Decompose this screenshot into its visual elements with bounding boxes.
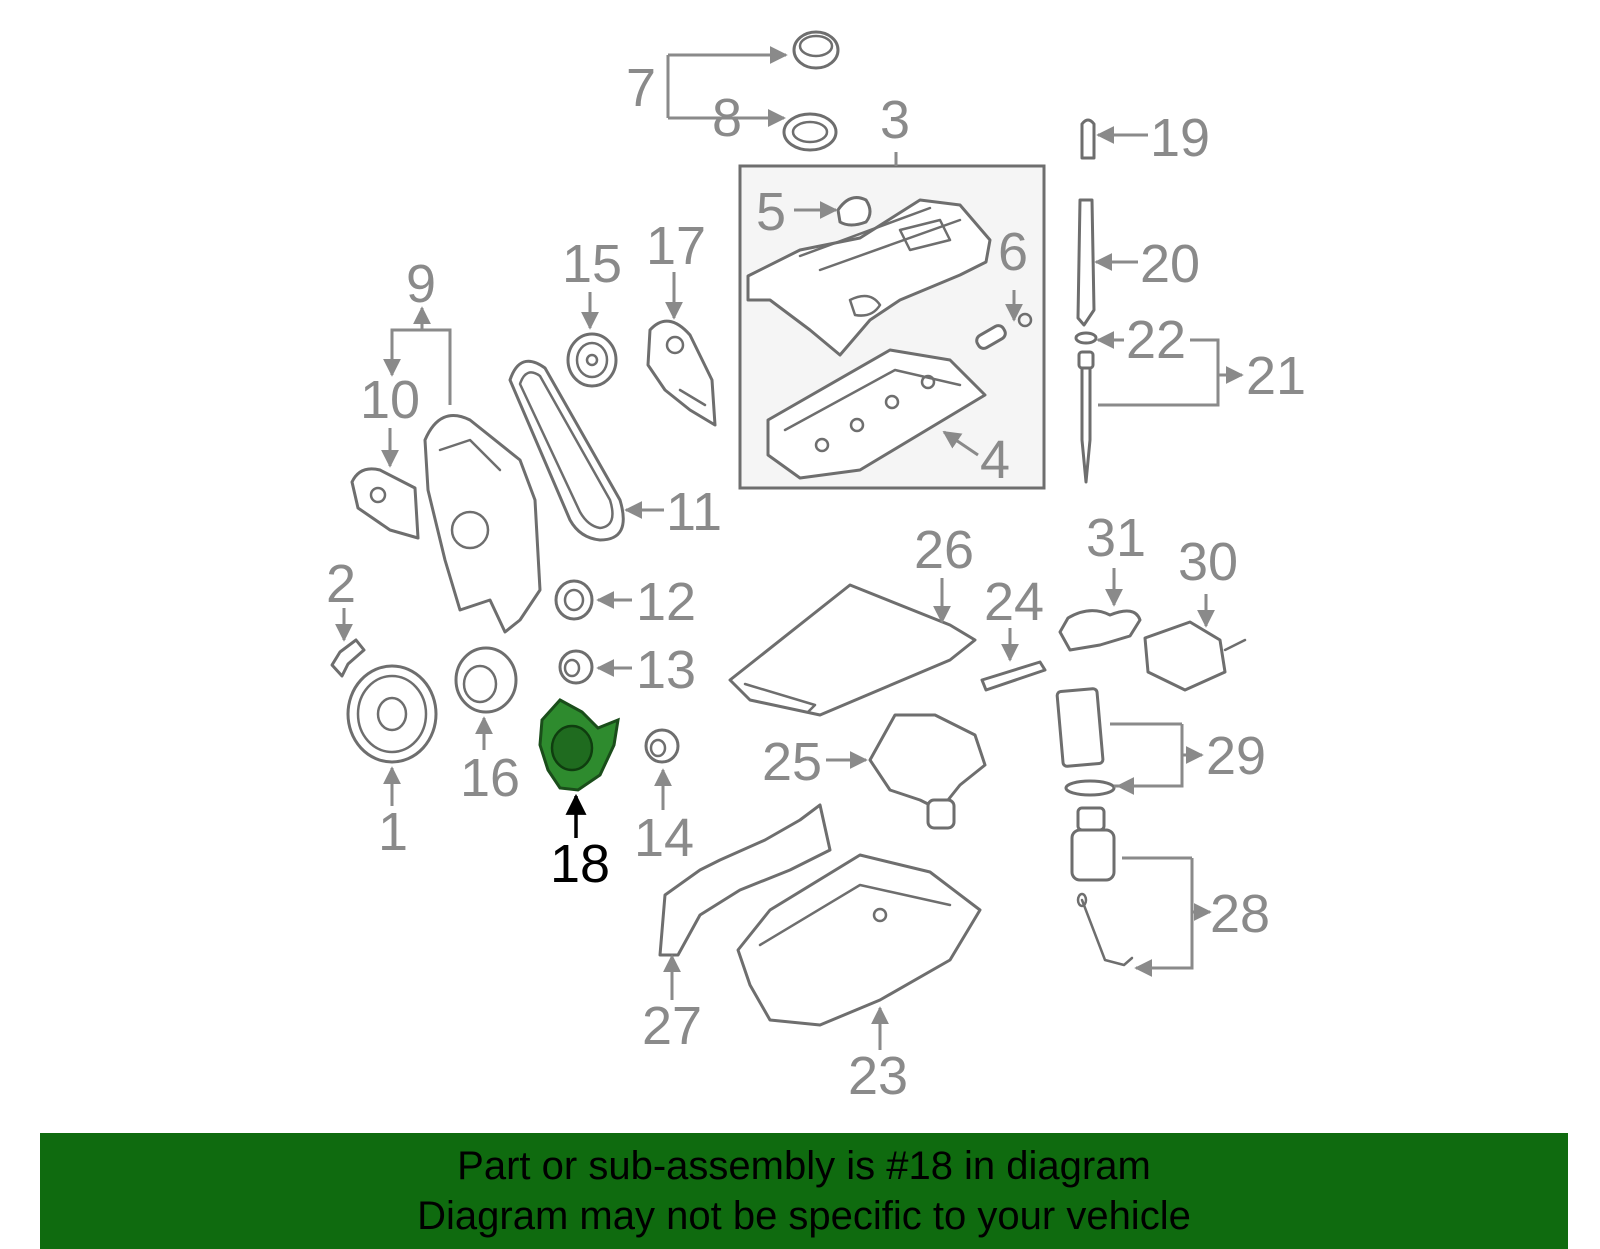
callout-24: 24 bbox=[984, 572, 1044, 632]
callout-20: 20 bbox=[1140, 234, 1200, 294]
part-15-idler-pulley[interactable] bbox=[566, 332, 618, 388]
callout-18: 18 bbox=[550, 834, 610, 894]
callout-5: 5 bbox=[756, 182, 786, 242]
part-23-oil-pan[interactable] bbox=[736, 853, 982, 1027]
callout-6: 6 bbox=[998, 222, 1028, 282]
callout-7: 7 bbox=[626, 58, 656, 118]
part-21-dipstick-tube[interactable] bbox=[1077, 350, 1095, 484]
part-10-cover-plate[interactable] bbox=[350, 467, 420, 540]
part-29-oil-filter-element[interactable] bbox=[1055, 687, 1105, 768]
callout-28: 28 bbox=[1210, 884, 1270, 944]
part-17-timing-cover-upper[interactable] bbox=[646, 319, 717, 427]
part-18-highlighted-part[interactable] bbox=[538, 698, 620, 792]
callout-15: 15 bbox=[562, 234, 622, 294]
callout-2: 2 bbox=[326, 554, 356, 614]
callout-9: 9 bbox=[406, 254, 436, 314]
callout-23: 23 bbox=[848, 1046, 908, 1106]
callout-10: 10 bbox=[360, 370, 420, 430]
part-30-oil-cooler[interactable] bbox=[1143, 620, 1247, 692]
part-9-timing-cover[interactable] bbox=[423, 414, 542, 634]
callout-27: 27 bbox=[642, 996, 702, 1056]
callout-8: 8 bbox=[712, 88, 742, 148]
part-7-oil-filler-cap[interactable] bbox=[792, 30, 840, 70]
part-26-baffle-plate[interactable] bbox=[728, 583, 977, 717]
callout-29: 29 bbox=[1206, 726, 1266, 786]
callout-14: 14 bbox=[634, 808, 694, 868]
callout-21: 21 bbox=[1246, 346, 1306, 406]
part-24-seal-strip[interactable] bbox=[980, 660, 1047, 692]
banner-line-disclaimer: Diagram may not be specific to your vehi… bbox=[417, 1194, 1191, 1238]
callout-22: 22 bbox=[1126, 310, 1186, 370]
part-28-filter-housing[interactable] bbox=[1070, 806, 1134, 967]
part-25-oil-pump[interactable] bbox=[868, 713, 987, 830]
banner-line-part-number: Part or sub-assembly is #18 in diagram bbox=[457, 1144, 1151, 1188]
part-4-valve-cover-gasket[interactable] bbox=[766, 348, 987, 480]
part-14-bushing[interactable] bbox=[644, 728, 680, 764]
part-16-sprocket[interactable] bbox=[454, 646, 518, 714]
part-3-valve-cover[interactable] bbox=[746, 198, 992, 357]
part-22-o-ring[interactable] bbox=[1074, 331, 1098, 345]
part-8-seal-ring[interactable] bbox=[782, 112, 838, 152]
part-31-gasket[interactable] bbox=[1058, 609, 1142, 652]
callout-3: 3 bbox=[880, 90, 910, 150]
leader-lines bbox=[335, 55, 1242, 1050]
callout-1: 1 bbox=[378, 802, 408, 862]
callout-11: 11 bbox=[666, 482, 722, 542]
part-29-filter-seal[interactable] bbox=[1064, 779, 1116, 797]
callout-16: 16 bbox=[460, 748, 520, 808]
callout-30: 30 bbox=[1178, 532, 1238, 592]
part-5-gasket[interactable] bbox=[836, 196, 872, 227]
part-12-idler-roller[interactable] bbox=[554, 579, 594, 621]
part-2-bolt[interactable] bbox=[330, 638, 366, 678]
part-20-dipstick[interactable] bbox=[1076, 198, 1096, 327]
part-13-idler-roller[interactable] bbox=[558, 649, 594, 685]
part-11-timing-belt[interactable] bbox=[508, 359, 625, 542]
callout-25: 25 bbox=[762, 732, 822, 792]
callout-19: 19 bbox=[1150, 108, 1210, 168]
callout-31: 31 bbox=[1086, 508, 1146, 568]
callout-labels: 7 8 3 5 6 4 19 20 22 21 15 17 9 10 11 12… bbox=[326, 58, 1306, 1106]
callout-17: 17 bbox=[646, 216, 706, 276]
callout-26: 26 bbox=[914, 520, 974, 580]
callout-4: 4 bbox=[980, 430, 1010, 490]
callout-12: 12 bbox=[636, 572, 696, 632]
info-banner: Part or sub-assembly is #18 in diagram D… bbox=[40, 1133, 1568, 1249]
part-19-dipstick-handle[interactable] bbox=[1080, 118, 1096, 160]
part-27-windage-cover[interactable] bbox=[658, 803, 832, 957]
callout-13: 13 bbox=[636, 640, 696, 700]
part-1-crankshaft-pulley[interactable] bbox=[346, 664, 438, 764]
